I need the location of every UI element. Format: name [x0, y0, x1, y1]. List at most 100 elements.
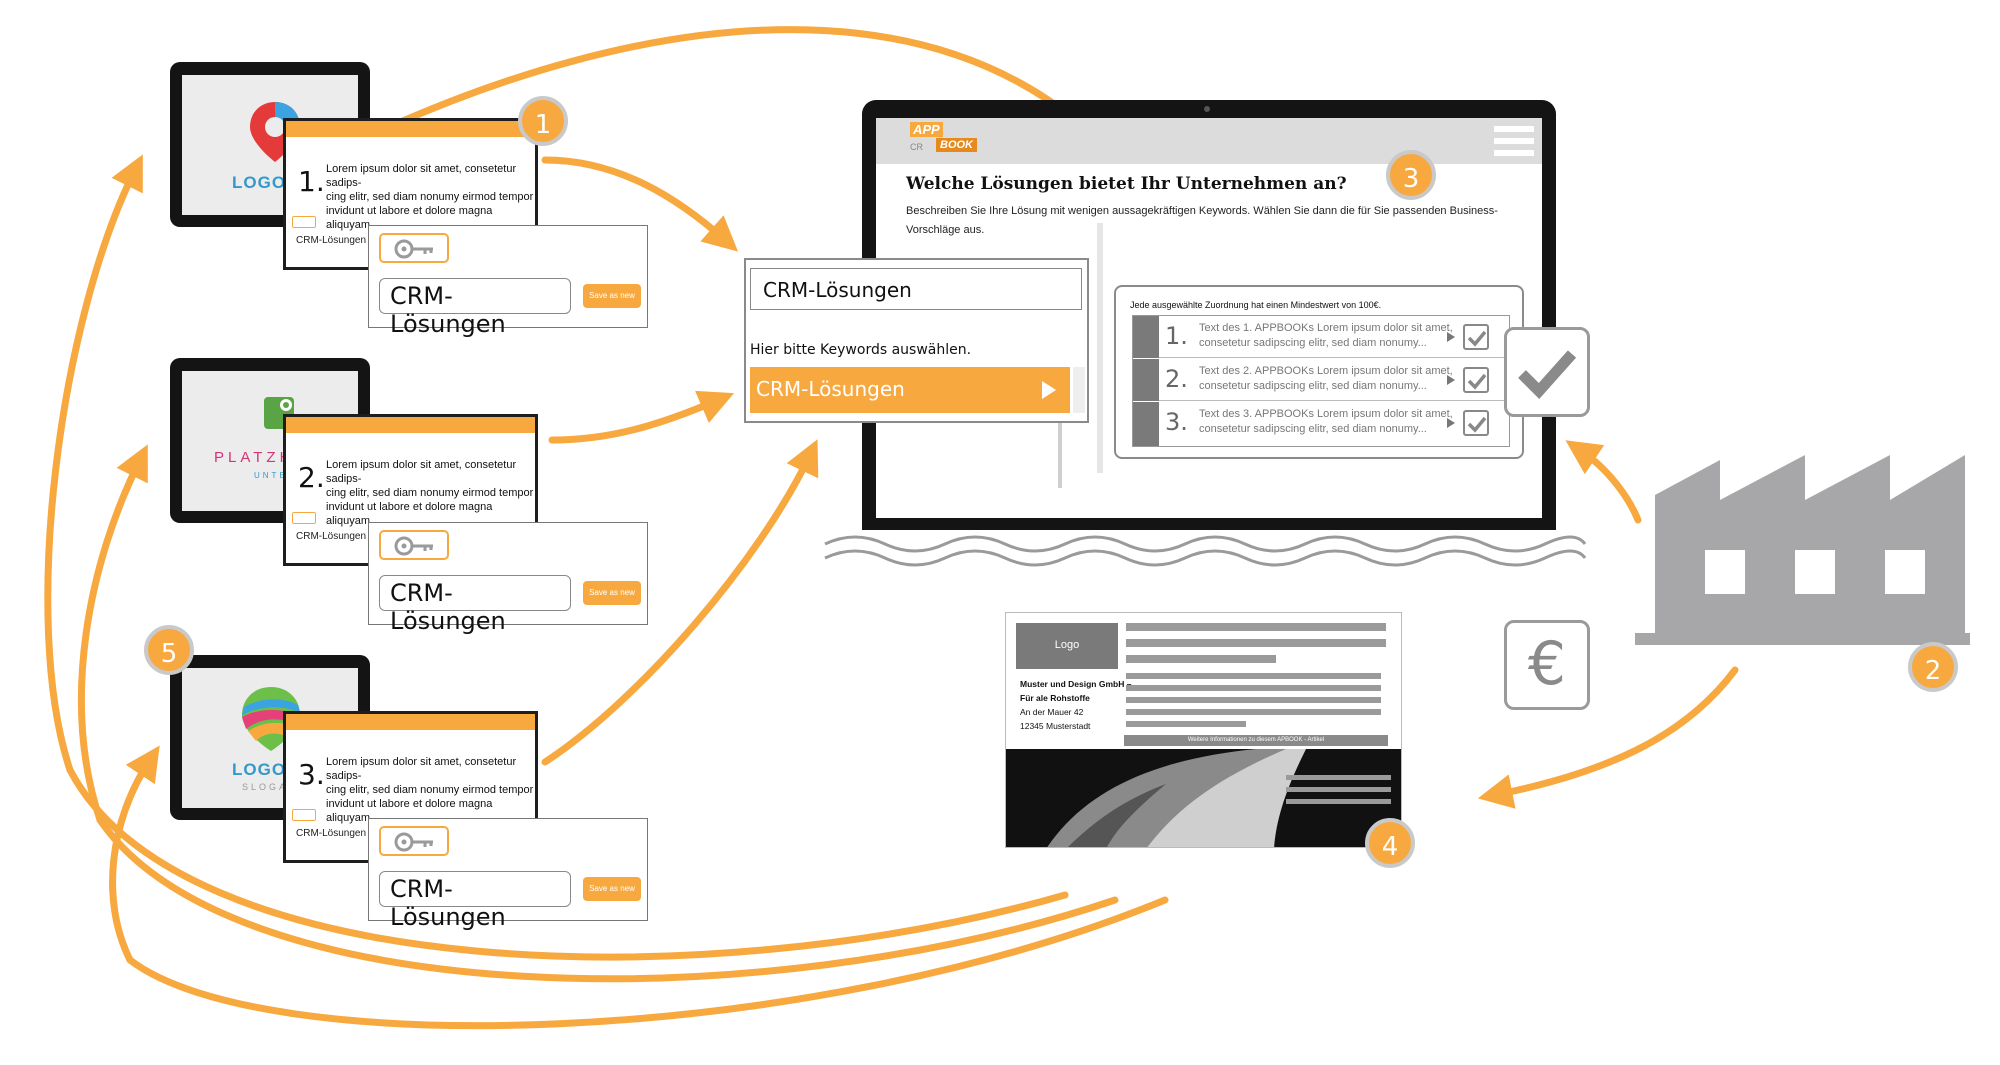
key-icon — [394, 536, 433, 556]
logo-text: LOGOT — [232, 173, 298, 192]
crm-field[interactable]: CRM-Lösungen — [379, 575, 571, 635]
logo-slogan: SLOGAN — [242, 782, 298, 792]
step-badge-5: 5 — [144, 625, 194, 675]
text-placeholder — [1126, 623, 1386, 631]
logo-slogan: UNTERTI — [254, 471, 310, 480]
text-placeholder — [1126, 709, 1381, 715]
hero-abstract-image — [1047, 749, 1306, 847]
drag-handle[interactable] — [1133, 316, 1159, 358]
crm-field[interactable]: CRM-Lösungen — [379, 278, 571, 338]
result-checkbox[interactable] — [1463, 410, 1489, 436]
result-text: Text des 1. APPBOOKs Lorem ipsum dolor s… — [1199, 322, 1453, 349]
key-icon — [394, 832, 433, 852]
key-button[interactable] — [379, 233, 449, 263]
results-note: Jede ausgewählte Zuordnung hat einen Min… — [1130, 300, 1382, 310]
result-row[interactable]: 2. Text des 2. APPBOOKs Lorem ipsum dolo… — [1133, 359, 1509, 401]
dropdown-input[interactable]: CRM-Lösungen — [750, 268, 1082, 310]
panel-crm-mini: CRM-Lösungen — [296, 235, 367, 246]
check-icon — [1467, 416, 1487, 433]
logo-text: LOGOT — [232, 760, 298, 779]
panel-number: 1. — [298, 165, 325, 198]
results-panel: Jede ausgewählte Zuordnung hat einen Min… — [1114, 285, 1524, 459]
profile-logo: Logo — [1016, 623, 1118, 669]
text-placeholder — [1126, 673, 1381, 679]
panel-lorem: Lorem ipsum dolor sit amet, consetetur s… — [326, 756, 534, 824]
panel-toolbar — [286, 121, 535, 137]
text-placeholder — [1126, 655, 1276, 663]
result-checkbox[interactable] — [1463, 324, 1489, 350]
result-text: Text des 2. APPBOOKs Lorem ipsum dolor s… — [1199, 365, 1453, 392]
arrow-profile-to-tablet1 — [44, 154, 1069, 961]
arrow-factory-to-laptop — [1565, 440, 1642, 524]
panel-number: 2. — [298, 461, 325, 494]
key-button[interactable] — [379, 826, 449, 856]
save-as-new-button[interactable]: Save as new — [583, 877, 641, 901]
euro-box: € — [1504, 620, 1590, 710]
play-arrow-icon — [1447, 418, 1455, 428]
panel-key-mini[interactable] — [292, 809, 316, 821]
scrollbar-track[interactable] — [1097, 223, 1103, 473]
step-badge-4: 4 — [1365, 818, 1415, 868]
factory-icon — [1635, 455, 1970, 645]
text-placeholder — [1126, 697, 1381, 703]
panel-crm-mini: CRM-Lösungen — [296, 531, 367, 542]
zoom-panel-3: CRM-Lösungen Save as new — [368, 818, 648, 931]
panel-key-mini[interactable] — [292, 512, 316, 524]
zoom-panel-1: CRM-Lösungen Save as new — [368, 225, 648, 338]
big-check-box — [1504, 327, 1590, 417]
panel-crm-mini: CRM-Lösungen — [296, 828, 367, 839]
dropdown-hint: Hier bitte Keywords auswählen. — [750, 342, 972, 358]
profile-hero-image — [1006, 749, 1401, 847]
dropdown-scrollbar[interactable] — [1073, 367, 1085, 413]
drag-handle[interactable] — [1133, 402, 1159, 446]
save-as-new-button[interactable]: Save as new — [583, 581, 641, 605]
drag-handle[interactable] — [1133, 359, 1159, 401]
results-list: 1. Text des 1. APPBOOKs Lorem ipsum dolo… — [1132, 315, 1510, 447]
result-number: 1. — [1165, 322, 1188, 350]
hamburger-menu-icon[interactable] — [1494, 126, 1534, 156]
check-icon — [1518, 350, 1577, 400]
app-logo: APP CR BOOK — [906, 122, 977, 160]
euro-icon: € — [1527, 629, 1567, 699]
app-description: Beschreiben Sie Ihre Lösung mit wenigen … — [906, 205, 1498, 236]
check-icon — [1467, 373, 1487, 390]
arrow-panel1-to-dropdown — [541, 156, 739, 252]
check-icon — [1467, 330, 1487, 347]
dropdown-option-selected[interactable]: CRM-Lösungen — [750, 367, 1070, 413]
profile-card: Logo Muster und Design GmbH – Für ale Ro… — [1005, 612, 1402, 848]
key-icon — [394, 239, 433, 259]
result-row[interactable]: 3. Text des 3. APPBOOKs Lorem ipsum dolo… — [1133, 402, 1509, 446]
laptop-torn-edge — [824, 535, 1587, 567]
panel-key-mini[interactable] — [292, 216, 316, 228]
save-as-new-button[interactable]: Save as new — [583, 284, 641, 308]
more-info-button[interactable]: Weitere Informationen zu diesem APBOOK -… — [1124, 735, 1388, 746]
result-checkbox[interactable] — [1463, 367, 1489, 393]
step-badge-3: 3 — [1386, 150, 1436, 200]
text-placeholder — [1126, 685, 1381, 691]
app-header: APP CR BOOK — [876, 118, 1542, 164]
result-number: 2. — [1165, 365, 1188, 393]
result-row[interactable]: 1. Text des 1. APPBOOKs Lorem ipsum dolo… — [1133, 316, 1509, 358]
arrow-profile-to-tablet2 — [78, 444, 1119, 983]
profile-address: Muster und Design GmbH – Für ale Rohstof… — [1020, 679, 1132, 731]
logo-text: PLATZHA — [214, 449, 309, 466]
zoom-panel-2: CRM-Lösungen Save as new — [368, 522, 648, 635]
result-text: Text des 3. APPBOOKs Lorem ipsum dolor s… — [1199, 408, 1453, 435]
play-arrow-icon — [1447, 375, 1455, 385]
panel-toolbar — [286, 714, 535, 730]
keyword-dropdown: CRM-Lösungen Hier bitte Keywords auswähl… — [744, 258, 1089, 423]
text-placeholder — [1126, 721, 1246, 727]
result-number: 3. — [1165, 408, 1188, 436]
panel-lorem: Lorem ipsum dolor sit amet, consetetur s… — [326, 459, 534, 527]
app-heading: Welche Lösungen bietet Ihr Unternehmen a… — [906, 174, 1347, 194]
play-arrow-icon — [1042, 381, 1056, 399]
play-arrow-icon — [1447, 332, 1455, 342]
key-button[interactable] — [379, 530, 449, 560]
arrow-panel3-to-dropdown — [541, 439, 819, 766]
panel-lorem: Lorem ipsum dolor sit amet, consetetur s… — [326, 163, 534, 231]
laptop-camera — [1204, 106, 1210, 112]
text-placeholder — [1126, 639, 1386, 647]
crm-field[interactable]: CRM-Lösungen — [379, 871, 571, 931]
arrow-panel2-to-dropdown — [548, 390, 735, 444]
panel-toolbar — [286, 417, 535, 433]
